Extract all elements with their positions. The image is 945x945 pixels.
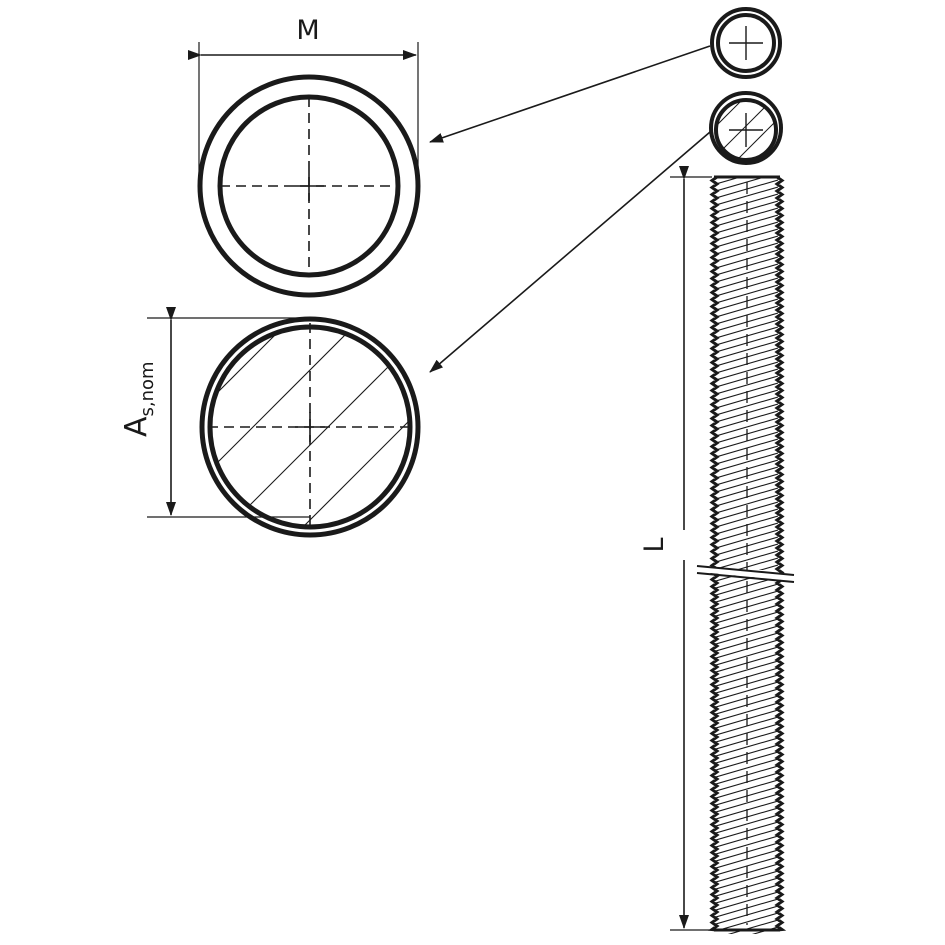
thread-line <box>716 891 778 911</box>
thread-line <box>716 186 778 206</box>
thread-line <box>716 319 778 339</box>
thread-line <box>716 228 778 248</box>
section-outer-circle <box>199 316 421 538</box>
small-diameter-symbol <box>710 7 782 79</box>
break-line-lower <box>696 572 795 583</box>
thread-line <box>716 242 778 262</box>
thread-line <box>716 178 739 185</box>
rod-left-edge <box>707 175 720 932</box>
thread-line <box>716 396 778 416</box>
thread-line <box>716 870 778 890</box>
thread-line <box>716 646 778 666</box>
thread-line <box>716 814 778 834</box>
thread-line <box>716 340 778 360</box>
label-l: L <box>639 537 670 552</box>
thread-line <box>716 572 749 582</box>
thread-line <box>716 529 778 549</box>
label-m: M <box>296 15 319 46</box>
svg-text:As,nom: As,nom <box>119 361 158 437</box>
thread-line <box>716 417 778 437</box>
thread-line <box>716 737 778 757</box>
break-line-upper <box>696 565 795 576</box>
thread-line <box>716 284 778 304</box>
thread-line <box>716 207 778 227</box>
thread-line <box>716 263 778 283</box>
thread-line <box>716 452 778 472</box>
nominal-diameter-view: M <box>188 15 421 298</box>
thread-line <box>716 604 778 624</box>
thread-line <box>758 564 778 570</box>
thread-line <box>716 660 778 680</box>
thread-line <box>716 361 778 381</box>
thread-line <box>716 835 778 855</box>
break-gap <box>700 566 792 581</box>
thread-line <box>716 508 778 528</box>
thread-line <box>716 912 778 932</box>
label-as-nom: As,nom <box>119 361 158 437</box>
outer-thread-circle <box>197 74 421 298</box>
length-dimension: L <box>639 166 712 931</box>
thread-line <box>716 758 778 778</box>
thread-line <box>716 473 778 493</box>
thread-line <box>716 793 778 813</box>
thread-line <box>716 550 778 570</box>
thread-line <box>716 625 778 645</box>
thread-line <box>716 375 778 395</box>
thread-line <box>716 702 778 722</box>
rod-right-edge <box>774 175 787 932</box>
leader-arrow-to-diameter-view <box>429 45 711 143</box>
threaded-rod <box>696 175 795 934</box>
leader-arrow-to-section-view <box>429 131 711 373</box>
stressed-section-view: As,nom <box>119 307 421 538</box>
small-section-symbol <box>709 91 783 165</box>
thread-line <box>716 494 778 514</box>
thread-line <box>716 681 778 701</box>
thread-line <box>716 779 778 799</box>
